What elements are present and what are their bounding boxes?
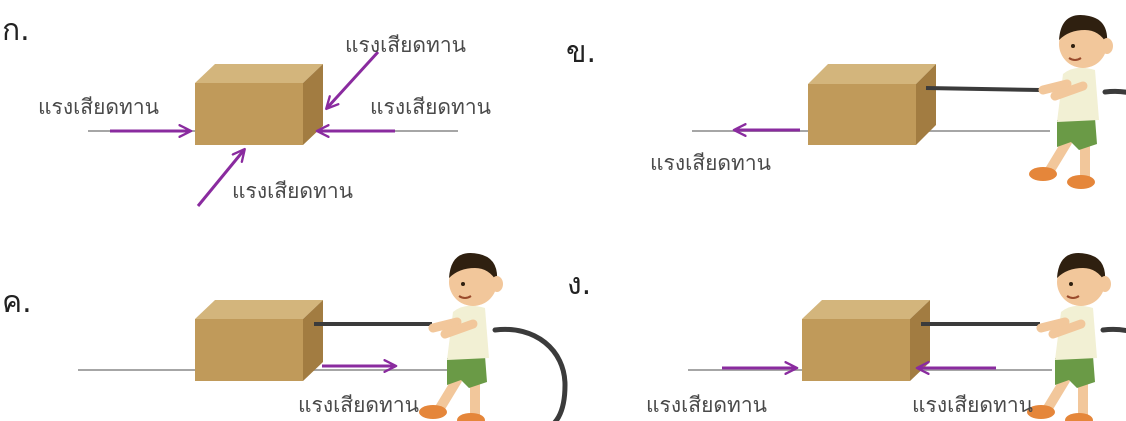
panel-d: ง. แรงเสียดทาน แรงเสียดทาน <box>567 253 1126 421</box>
panel-a: ก. แรงเสียดทาน แรงเสียดทาน แรงเสียดทาน แ… <box>2 13 491 207</box>
friction-arrow-bottom <box>196 147 246 207</box>
boy-pulling <box>419 253 565 421</box>
box <box>195 300 323 381</box>
boy-pulling <box>1029 15 1126 194</box>
friction-label: แรงเสียดทาน <box>650 151 771 175</box>
box <box>808 64 936 145</box>
friction-label: แรงเสียดทาน <box>298 393 419 417</box>
friction-label: แรงเสียดทาน <box>370 95 491 119</box>
friction-label: แรงเสียดทาน <box>912 393 1033 417</box>
friction-label: แรงเสียดทาน <box>345 33 466 57</box>
friction-arrow-top <box>325 50 380 111</box>
box <box>802 300 930 381</box>
panel-d-label: ง. <box>567 267 591 302</box>
panel-b-label: ข. <box>566 35 596 70</box>
friction-label: แรงเสียดทาน <box>646 393 767 417</box>
box <box>195 64 323 145</box>
panel-a-label: ก. <box>2 13 30 48</box>
friction-label: แรงเสียดทาน <box>232 179 353 203</box>
friction-label: แรงเสียดทาน <box>38 95 159 119</box>
panel-c-label: ค. <box>2 285 32 320</box>
rope <box>925 86 1041 92</box>
panel-b: ข. แรงเสียดทาน <box>566 15 1126 194</box>
boy-pulling <box>1027 253 1126 421</box>
panel-c: ค. แรงเสียดทาน <box>2 253 565 421</box>
